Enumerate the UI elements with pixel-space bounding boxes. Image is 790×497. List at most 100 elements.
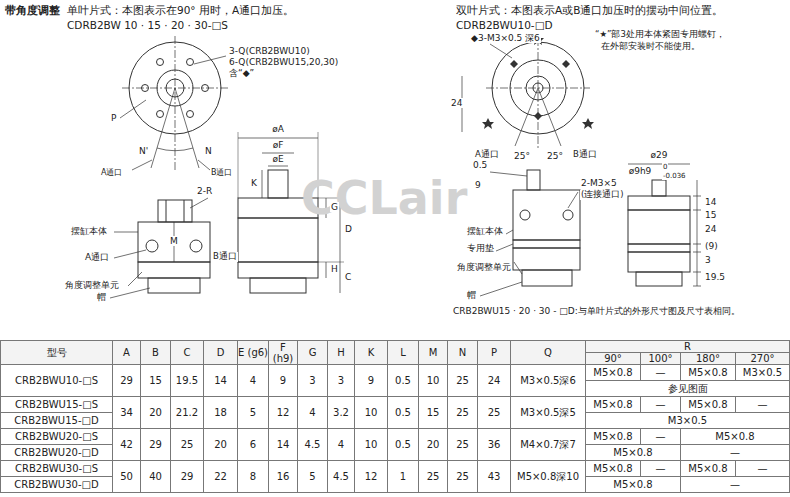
cell-text: 参见图面 [668,383,708,394]
table-cell: — [640,460,681,477]
cell-text: 12 [277,407,290,418]
cell-text: 25 [488,407,501,418]
cell-text: M3×0.5深5 [520,407,576,418]
table-cell: M4×0.7深7 [510,428,586,461]
cell-text: 19.5 [176,375,198,386]
table-cell: CRB2BWU10-□S [0,364,113,397]
cell-text: — [758,399,768,410]
cell-text: 3 [309,375,315,386]
drawing-label: B通口 [212,252,238,262]
watermark: CCLair [300,172,468,225]
table-cell: — [640,428,681,445]
table-cell: 12 [354,460,388,493]
cell-text: 14 [214,375,227,386]
cell-text: M5×0.8 [593,367,632,378]
drawing-label: øF [272,140,285,150]
table-cell: 25 [170,428,204,461]
table-cell: M3×0.5深5 [510,396,586,429]
cell-text: 4 [250,375,256,386]
drawing-label: CRB2BWU15 · 20 · 30 - □D:与单叶片式的外形尺寸图及尺寸表… [452,306,741,316]
drawing-label: 6-Q(CRB2BWU15,20,30) [228,57,339,67]
drawing-label: 含“◆” [228,68,255,78]
cell-text: 9 [368,375,374,386]
table-cell: 5 [237,396,269,429]
cell-text: 42 [120,439,133,450]
table-cell: 29 [140,428,171,461]
cell-text: CRB2BWU30-□D [14,479,98,490]
drawing-label: B通口 [572,150,598,160]
drawing-label: K [250,178,258,188]
cell-text: CRB2BWU20-□D [14,447,98,458]
drawing-label: A通口 [474,150,500,160]
table-cell: M5×0.8 [680,460,736,477]
table-cell: 18 [203,396,238,429]
cell-text: K [368,347,375,358]
cell-text: M5×0.8 [593,431,632,442]
drawing-label: ø29 [650,150,669,160]
cell-text: 18 [214,407,227,418]
table-cell: 20 [203,428,238,461]
drawing-label: øA [271,124,285,134]
cell-text: 40 [149,471,162,482]
table-cell: CRB2BWU15-□S [0,396,113,413]
cell-text: P [491,347,497,358]
table-cell: 4 [327,428,355,461]
cell-text: CRB2BWU15-□S [15,399,98,410]
cell-text: M3×0.5 [668,415,707,426]
cell-text: 100° [648,353,672,364]
cell-text: R [684,341,691,352]
cell-text: H [337,347,345,358]
cell-text: 22 [214,471,227,482]
table-cell: M5×0.8 [585,396,641,413]
table-header-cell: Q [510,340,586,365]
cell-text: 25 [181,439,194,450]
table-cell: 12 [268,396,298,429]
table-cell: M3×0.5 [735,364,790,381]
table-cell: M5×0.8 [680,396,736,413]
table-header-cell: C [170,340,204,365]
table-cell: 25 [477,396,511,429]
cell-text: 29 [120,375,133,386]
table-header-cell: F (h9) [268,340,298,365]
table-header-cell: N [447,340,478,365]
cell-text: E (g6) [238,347,268,358]
table-cell: — [640,396,681,413]
table-cell: 15 [418,396,448,429]
table-header-cell: H [327,340,355,365]
cell-text: 5 [250,407,256,418]
cell-text: 270° [750,353,774,364]
cell-text: M4×0.7深7 [520,439,576,450]
table-cell: M3×0.5 [585,412,790,429]
drawing-label: A通口 [100,168,123,177]
table-cell: — [640,364,681,381]
table-cell: 25 [447,428,478,461]
drawing-label: 25° [513,151,531,161]
table-cell: 40 [140,460,171,493]
drawing-label: P [110,113,117,123]
drawing-label: (9) [704,241,719,251]
cell-text: 10 [365,407,378,418]
cell-text: 43 [488,471,501,482]
cell-text: 10 [365,439,378,450]
cell-text: 4.5 [305,439,321,450]
drawing-label: øE [271,154,284,164]
table-cell: 42 [112,428,141,461]
drawing-label: 带角度调整 [4,4,61,16]
cell-text: 1 [400,471,406,482]
table-header-cell: E (g6) [237,340,269,365]
drawing-label: N [204,146,213,156]
drawing-label: 25° [546,151,564,161]
table-header-cell: K [354,340,388,365]
drawing-label: -0.036 [662,172,687,180]
drawing-label: D [344,224,353,234]
table-cell: 9 [268,364,298,397]
cell-text: — [656,463,666,474]
cell-text: 25 [427,471,440,482]
table-cell: 25 [418,460,448,493]
table-cell: 3 [327,364,355,397]
cell-text: M5×0.8 [688,399,727,410]
table-cell: CRB2BWU15-□D [0,412,113,429]
cell-text: M5×0.8 [593,399,632,410]
drawing-label: 角度调整单元 [64,280,120,290]
drawing-label: M [169,236,179,246]
